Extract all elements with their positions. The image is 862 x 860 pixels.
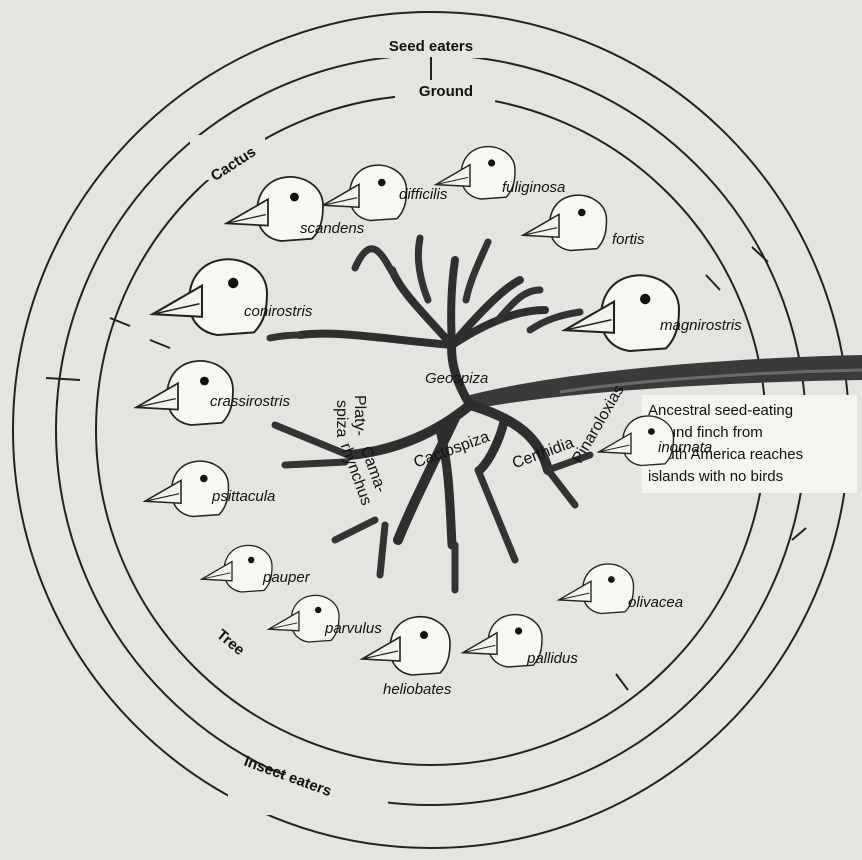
tick-left-1 <box>46 378 80 380</box>
species-psittacula: psittacula <box>211 488 275 505</box>
tick-insect-right <box>792 528 806 540</box>
species-difficilis: difficilis <box>399 186 448 203</box>
genus-platyspiza-1: Platy- <box>351 395 368 436</box>
species-crassirostris: crassirostris <box>210 393 291 410</box>
species-pauper: pauper <box>262 569 311 586</box>
label-seed-eaters: Seed eaters <box>389 38 473 55</box>
genus-geospiza: Geospiza <box>425 370 488 387</box>
branch-arrows <box>270 238 590 590</box>
genus-pinaroloxias: Pinaroloxias <box>569 382 627 466</box>
finch-head-icon <box>202 545 272 592</box>
genus-platyspiza-2: spiza <box>333 400 350 437</box>
species-fortis: fortis <box>612 231 645 248</box>
finch-head-icon <box>323 165 407 220</box>
species-magnirostris: magnirostris <box>660 317 742 334</box>
species-fuliginosa: fuliginosa <box>502 179 565 196</box>
species-pallidus: pallidus <box>526 650 578 667</box>
species-conirostris: conirostris <box>244 303 313 320</box>
species-heliobates: heliobates <box>383 681 452 698</box>
finch-head-icon <box>559 564 634 614</box>
tick-ground-mid <box>706 275 720 290</box>
species-inornata: inornata <box>658 439 712 456</box>
label-ground: Ground <box>419 83 473 100</box>
species-parvulus: parvulus <box>324 620 382 637</box>
tick-left-3 <box>150 340 170 348</box>
ancestor-note-line1: Ancestral seed-eating <box>648 402 793 419</box>
species-olivacea: olivacea <box>628 594 683 611</box>
finch-head-icon <box>523 195 607 250</box>
species-scandens: scandens <box>300 220 365 237</box>
finch-head-icon <box>153 259 267 335</box>
ancestor-note-line4: islands with no birds <box>648 468 783 485</box>
tick-tree-right <box>616 674 628 690</box>
